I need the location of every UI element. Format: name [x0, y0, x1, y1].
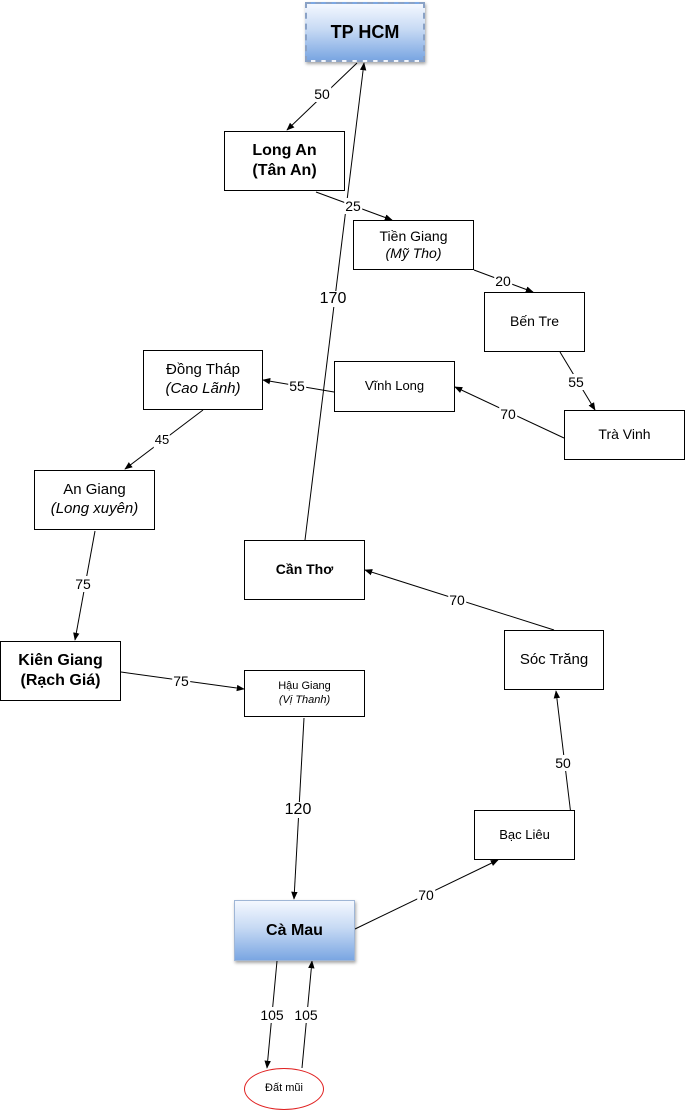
edge-label-tiengiang-bentre: 20: [494, 273, 512, 289]
node-camau[interactable]: Cà Mau: [234, 900, 355, 961]
node-haugiang-sub: (Vị Thanh): [278, 693, 331, 706]
node-haugiang[interactable]: Hậu Giang (Vị Thanh): [244, 670, 365, 717]
edge-label-travinh-vinhlong: 70: [499, 406, 517, 422]
node-camau-title: Cà Mau: [266, 921, 323, 939]
node-cantho[interactable]: Cần Thơ: [244, 540, 365, 600]
node-dongthap-title: Đồng Tháp: [166, 361, 240, 379]
edge-label-datmui-camau: 105: [293, 1007, 319, 1023]
edge-label-tphcm-longan: 50: [313, 86, 331, 102]
node-longan-title: Long An: [252, 142, 317, 159]
node-vinhlong-title: Vĩnh Long: [364, 378, 425, 394]
node-bentre[interactable]: Bến Tre: [484, 292, 585, 352]
node-haugiang-title: Hậu Giang: [278, 679, 331, 692]
edge-label-longan-tiengiang: 25: [344, 198, 362, 214]
edge-label-camau-datmui: 105: [259, 1007, 285, 1023]
node-angiang-sub: (Long xuyên): [50, 500, 139, 517]
node-cantho-title: Cần Thơ: [275, 561, 334, 578]
edge-label-angiang-kiengiang: 75: [74, 576, 92, 592]
node-vinhlong[interactable]: Vĩnh Long: [334, 361, 455, 412]
node-tiengiang-title: Tiền Giang: [379, 227, 448, 244]
node-datmui[interactable]: Đất mũi: [244, 1068, 324, 1110]
node-longan[interactable]: Long An (Tân An): [224, 131, 345, 191]
edge-label-bentre-travinh: 55: [567, 374, 585, 390]
node-kiengiang-title: Kiên Giang: [18, 652, 103, 669]
node-travinh-title: Trà Vinh: [598, 426, 651, 443]
node-travinh[interactable]: Trà Vinh: [564, 410, 685, 460]
edge-label-soctrang-cantho: 70: [448, 592, 466, 608]
node-dongthap-sub: (Cao Lãnh): [165, 380, 241, 397]
node-baclieu[interactable]: Bạc Liêu: [474, 810, 575, 860]
node-dongthap[interactable]: Đồng Tháp (Cao Lãnh): [143, 350, 263, 410]
node-soctrang[interactable]: Sóc Trăng: [504, 630, 604, 690]
edge-label-baclieu-soctrang: 50: [554, 755, 572, 771]
node-tiengiang[interactable]: Tiền Giang (Mỹ Tho): [353, 220, 474, 270]
node-baclieu-title: Bạc Liêu: [499, 826, 550, 842]
edge-label-dongthap-angiang: 45: [153, 432, 171, 448]
edge-label-haugiang-camau: 120: [283, 801, 313, 818]
node-angiang[interactable]: An Giang (Long xuyên): [34, 470, 155, 530]
node-tphcm-title: TP HCM: [330, 21, 400, 42]
edge-label-vinhlong-dongthap: 55: [288, 378, 306, 394]
edge-label-kiengiang-haugiang: 75: [172, 673, 190, 689]
node-angiang-title: An Giang: [63, 481, 126, 499]
node-tiengiang-sub: (Mỹ Tho): [385, 245, 442, 261]
edge-label-cantho-tphcm: 170: [318, 290, 348, 307]
node-soctrang-title: Sóc Trăng: [519, 650, 589, 668]
node-kiengiang[interactable]: Kiên Giang (Rạch Giá): [0, 641, 121, 701]
node-bentre-title: Bến Tre: [509, 313, 560, 330]
node-tphcm[interactable]: TP HCM: [305, 2, 425, 62]
node-longan-sub: (Tân An): [252, 162, 317, 179]
node-kiengiang-sub: (Rạch Giá): [20, 672, 101, 689]
node-datmui-title: Đất mũi: [265, 1082, 303, 1095]
edge-label-camau-baclieu: 70: [417, 887, 435, 903]
